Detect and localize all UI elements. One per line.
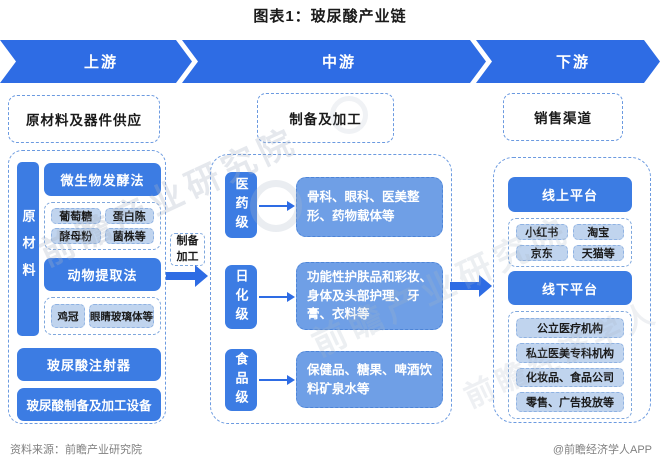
online-platform-box: 线上平台	[508, 177, 632, 212]
fermentation-item: 蛋白陈	[104, 208, 154, 224]
downstream-header: 销售渠道	[503, 93, 623, 141]
connector-line2: 加工	[176, 250, 199, 263]
grade-box-food: 食品级	[225, 349, 257, 411]
fermentation-items-box: 葡萄糖 蛋白陈 酵母粉 菌株等	[44, 202, 161, 250]
pharma-applications-box: 骨科、眼科、医美整形、药物载体等	[296, 177, 443, 237]
upstream-to-midstream-arrow-icon	[166, 265, 208, 287]
online-item: 京东	[516, 245, 568, 261]
stage-label-downstream: 下游	[555, 54, 590, 71]
grade-box-daily-chemical: 日化级	[225, 265, 257, 329]
online-items-box: 小红书 淘宝 京东 天猫等	[508, 218, 632, 267]
midstream-to-downstream-arrow-icon	[450, 275, 492, 297]
stage-arrow-upstream: 上游	[0, 40, 192, 83]
connector-line1: 制备	[176, 235, 199, 248]
upstream-header: 原材料及器件供应	[8, 95, 160, 143]
page-title: 图表1：玻尿酸产业链	[253, 8, 407, 25]
online-item: 天猫等	[572, 245, 624, 261]
food-applications-box: 保健品、糖果、啤酒饮料矿泉水等	[296, 351, 443, 408]
online-item: 淘宝	[572, 224, 624, 240]
stage-arrow-downstream: 下游	[476, 40, 660, 83]
fermentation-item: 菌株等	[104, 228, 154, 244]
animal-item: 鸡冠	[51, 304, 85, 328]
fermentation-item: 酵母粉	[51, 228, 101, 244]
preparation-processing-connector-label: 制备 加工	[170, 233, 205, 266]
syringe-box: 玻尿酸注射器	[17, 348, 161, 381]
online-item: 小红书	[516, 224, 568, 240]
animal-extraction-box: 动物提取法	[44, 258, 161, 291]
stage-label-midstream: 中游	[321, 54, 356, 71]
daily-chemical-arrow-icon	[259, 292, 295, 302]
credit-note: @前瞻经济学人APP	[552, 444, 652, 456]
food-grade-arrow-icon	[259, 375, 295, 385]
offline-item: 私立医美专科机构	[516, 342, 624, 363]
fermentation-method-box: 微生物发酵法	[44, 163, 161, 196]
pharma-arrow-icon	[259, 201, 295, 211]
equipment-box: 玻尿酸制备及加工设备	[17, 388, 161, 421]
offline-items-box: 公立医疗机构 私立医美专科机构 化妆品、食品公司 零售、广告投放等	[508, 311, 632, 419]
offline-item: 化妆品、食品公司	[516, 367, 624, 388]
offline-item: 零售、广告投放等	[516, 392, 624, 412]
raw-materials-side-label: 原材料	[17, 162, 39, 336]
stage-arrow-midstream: 中游	[182, 40, 486, 83]
animal-items-box: 鸡冠 眼睛玻璃体等	[44, 297, 161, 335]
stage-label-upstream: 上游	[83, 54, 118, 71]
offline-item: 公立医疗机构	[516, 318, 624, 338]
daily-chemical-applications-box: 功能性护肤品和彩妆、身体及头部护理、牙膏、衣料等	[296, 262, 443, 330]
offline-platform-box: 线下平台	[508, 271, 632, 305]
midstream-header: 制备及加工	[257, 93, 394, 143]
source-note: 资料来源：前瞻产业研究院	[10, 444, 142, 456]
grade-box-pharmaceutical: 医药级	[225, 172, 257, 238]
animal-item: 眼睛玻璃体等	[89, 304, 154, 328]
fermentation-item: 葡萄糖	[51, 208, 101, 224]
